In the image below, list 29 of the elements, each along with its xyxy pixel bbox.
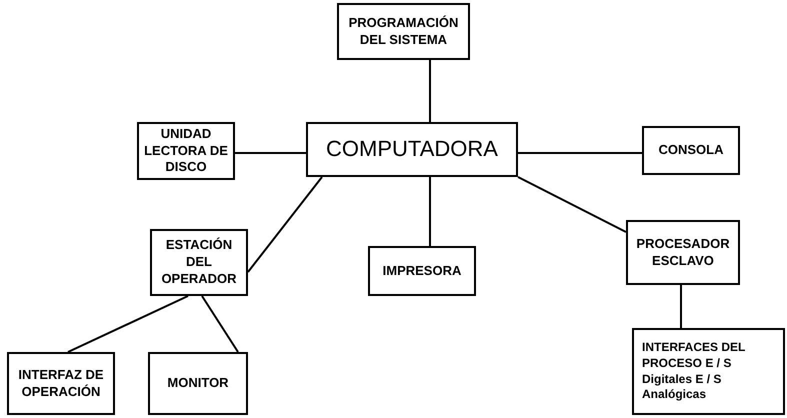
process-box: [137, 122, 235, 180]
process-box: [626, 220, 740, 285]
connector-line: [247, 176, 323, 273]
connector-line: [680, 285, 682, 328]
box-label: PROCESADOR ESCLAVO: [635, 236, 731, 270]
process-box: [632, 328, 785, 415]
connector-line: [429, 177, 431, 246]
connector-line: [429, 60, 431, 122]
connector-line: [518, 152, 642, 154]
connector-line: [201, 295, 239, 353]
box-label: MONITOR: [167, 375, 229, 392]
process-box: [7, 352, 115, 415]
process-box: [148, 352, 248, 415]
box-label: COMPUTADORA: [326, 135, 498, 164]
box-label: CONSOLA: [658, 142, 724, 159]
box-label: IMPRESORA: [382, 262, 462, 280]
connector-line: [68, 295, 188, 353]
box-label: UNIDAD LECTORA DE DISCO: [143, 126, 229, 176]
process-box: [306, 122, 518, 177]
process-box: [642, 126, 740, 175]
process-box: [150, 229, 248, 296]
connector-line: [235, 152, 306, 154]
process-box: [368, 246, 476, 296]
box-label: PROGRAMACIÓN DEL SISTEMA: [348, 14, 460, 48]
process-box: [337, 3, 470, 60]
box-label: INTERFACES DEL PROCESO E / S Digitales E / S Analógicas: [642, 340, 746, 403]
box-label: ESTACIÓN DEL OPERADOR: [160, 237, 238, 288]
box-label: INTERFAZ DE OPERACIÓN: [17, 366, 105, 400]
connector-line: [518, 176, 626, 233]
